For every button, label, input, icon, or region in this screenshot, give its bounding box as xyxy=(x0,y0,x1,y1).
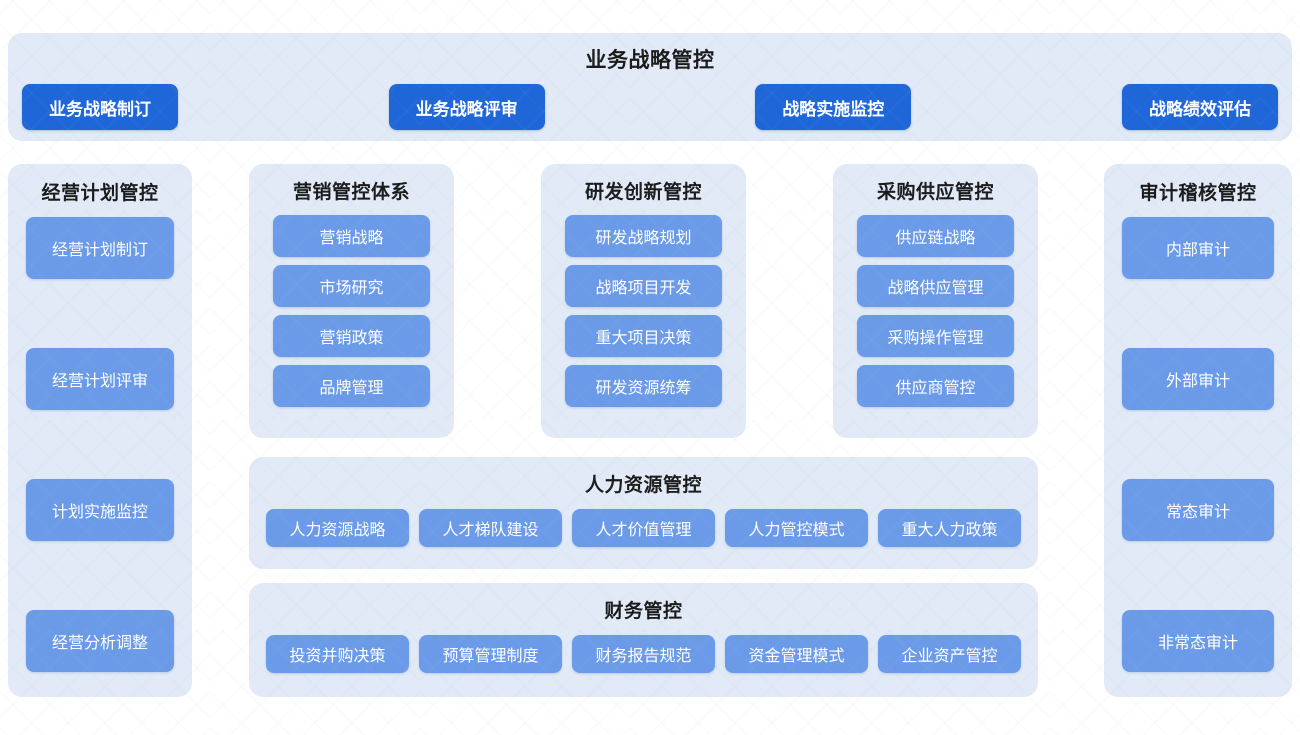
plan-item-analysis-adjustment[interactable]: 经营分析调整 xyxy=(26,610,174,672)
main-grid: 经营计划管控 经营计划制订 经营计划评审 计划实施监控 经营分析调整 营销管控体… xyxy=(8,164,1292,704)
panel-title-marketing: 营销管控体系 xyxy=(292,182,410,203)
panel-business-plan-control: 经营计划管控 经营计划制订 经营计划评审 计划实施监控 经营分析调整 xyxy=(8,164,192,697)
strategy-review-button[interactable]: 业务战略评审 xyxy=(388,84,545,130)
audit-item-internal[interactable]: 内部审计 xyxy=(1122,217,1274,279)
panel-title-hr: 人力资源管控 xyxy=(584,475,702,496)
panel-title-rd: 研发创新管控 xyxy=(584,182,702,203)
panel-rd-innovation-control: 研发创新管控 研发战略规划 战略项目开发 重大项目决策 研发资源统筹 xyxy=(541,164,746,438)
supply-item-supplier-control[interactable]: 供应商管控 xyxy=(857,365,1014,407)
panel-plan-items: 经营计划制订 经营计划评审 计划实施监控 经营分析调整 xyxy=(8,217,192,672)
panel-title-finance: 财务管控 xyxy=(604,601,683,622)
panel-procurement-supply-control: 采购供应管控 供应链战略 战略供应管理 采购操作管理 供应商管控 xyxy=(833,164,1038,438)
strategy-formulation-button[interactable]: 业务战略制订 xyxy=(22,84,178,130)
finance-item-budget-system[interactable]: 预算管理制度 xyxy=(419,635,562,673)
hr-item-talent-pipeline[interactable]: 人才梯队建设 xyxy=(419,509,562,547)
finance-item-investment-ma-decision[interactable]: 投资并购决策 xyxy=(266,635,409,673)
panel-title-business-plan: 经营计划管控 xyxy=(41,183,159,204)
panel-title-audit: 审计稽核管控 xyxy=(1139,183,1257,204)
audit-item-routine[interactable]: 常态审计 xyxy=(1122,479,1274,541)
panel-human-resource-control: 人力资源管控 人力资源战略 人才梯队建设 人才价值管理 人力管控模式 重大人力政… xyxy=(249,457,1038,569)
hr-item-control-model[interactable]: 人力管控模式 xyxy=(725,509,868,547)
marketing-item-policy[interactable]: 营销政策 xyxy=(273,315,430,357)
panel-audit-items: 内部审计 外部审计 常态审计 非常态审计 xyxy=(1104,217,1292,672)
panel-marketing-items: 营销战略 市场研究 营销政策 品牌管理 xyxy=(249,215,454,407)
plan-item-formulation[interactable]: 经营计划制订 xyxy=(26,217,174,279)
banner-title: 业务战略管控 xyxy=(585,49,715,72)
panel-rd-items: 研发战略规划 战略项目开发 重大项目决策 研发资源统筹 xyxy=(541,215,746,407)
panel-supply-items: 供应链战略 战略供应管理 采购操作管理 供应商管控 xyxy=(833,215,1038,407)
audit-item-non-routine[interactable]: 非常态审计 xyxy=(1122,610,1274,672)
audit-item-external[interactable]: 外部审计 xyxy=(1122,348,1274,410)
finance-item-fund-management-model[interactable]: 资金管理模式 xyxy=(725,635,868,673)
panel-finance-items: 投资并购决策 预算管理制度 财务报告规范 资金管理模式 企业资产管控 xyxy=(249,635,1038,673)
rd-item-strategic-project-development[interactable]: 战略项目开发 xyxy=(565,265,722,307)
rd-item-major-project-decision[interactable]: 重大项目决策 xyxy=(565,315,722,357)
marketing-item-brand-management[interactable]: 品牌管理 xyxy=(273,365,430,407)
banner-button-row: 业务战略制订 业务战略评审 战略实施监控 战略绩效评估 xyxy=(22,84,1278,130)
rd-item-resource-coordination[interactable]: 研发资源统筹 xyxy=(565,365,722,407)
plan-item-review[interactable]: 经营计划评审 xyxy=(26,348,174,410)
supply-item-strategic-supply-management[interactable]: 战略供应管理 xyxy=(857,265,1014,307)
panel-marketing-control-system: 营销管控体系 营销战略 市场研究 营销政策 品牌管理 xyxy=(249,164,454,438)
marketing-item-market-research[interactable]: 市场研究 xyxy=(273,265,430,307)
supply-item-supply-chain-strategy[interactable]: 供应链战略 xyxy=(857,215,1014,257)
plan-item-implementation-monitoring[interactable]: 计划实施监控 xyxy=(26,479,174,541)
rd-item-strategy-planning[interactable]: 研发战略规划 xyxy=(565,215,722,257)
marketing-item-strategy[interactable]: 营销战略 xyxy=(273,215,430,257)
hr-item-talent-value-management[interactable]: 人才价值管理 xyxy=(572,509,715,547)
business-strategy-banner: 业务战略管控 业务战略制订 业务战略评审 战略实施监控 战略绩效评估 xyxy=(8,33,1292,141)
strategy-implementation-monitoring-button[interactable]: 战略实施监控 xyxy=(755,84,912,130)
hr-item-major-policy[interactable]: 重大人力政策 xyxy=(878,509,1021,547)
panel-audit-inspection-control: 审计稽核管控 内部审计 外部审计 常态审计 非常态审计 xyxy=(1104,164,1292,697)
finance-item-enterprise-asset-control[interactable]: 企业资产管控 xyxy=(878,635,1021,673)
supply-item-procurement-operation[interactable]: 采购操作管理 xyxy=(857,315,1014,357)
finance-item-reporting-standard[interactable]: 财务报告规范 xyxy=(572,635,715,673)
strategy-performance-evaluation-button[interactable]: 战略绩效评估 xyxy=(1121,84,1278,130)
panel-financial-control: 财务管控 投资并购决策 预算管理制度 财务报告规范 资金管理模式 企业资产管控 xyxy=(249,583,1038,697)
hr-item-strategy[interactable]: 人力资源战略 xyxy=(266,509,409,547)
panel-hr-items: 人力资源战略 人才梯队建设 人才价值管理 人力管控模式 重大人力政策 xyxy=(249,509,1038,547)
panel-title-supply: 采购供应管控 xyxy=(876,182,994,203)
